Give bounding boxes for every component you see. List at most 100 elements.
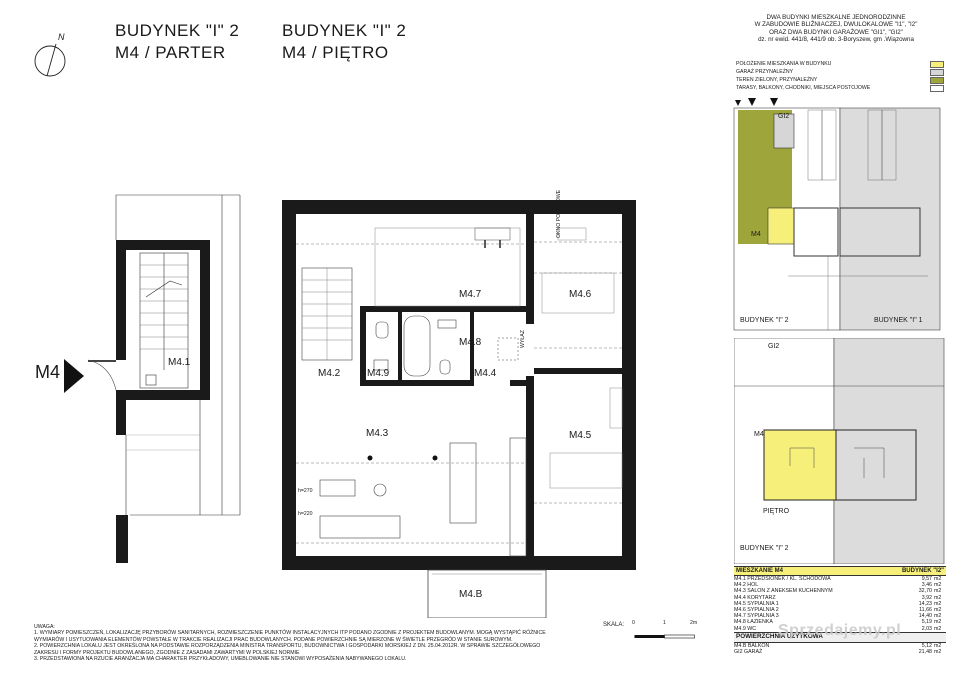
room-m49-label: M4.9 [367,368,390,379]
legend-label: TEREN ZIELONY, PRZYNALEŻNY [736,76,818,83]
row-value: 14,23 [918,600,932,607]
row-value: 14,40 [918,613,932,620]
left-heading-building: BUDYNEK "I" 2 [115,21,240,40]
room-m46-label: M4.6 [569,289,592,300]
legend-item: GARAŻ PRZYNALEŻNY [736,68,944,76]
row-name: M4.3 SALON Z ANEKSEM KUCHENNYM [734,588,833,595]
area-table-header: MIESZKANIE M4 BUDYNEK "I2" [734,566,946,576]
legend-swatch [930,60,944,68]
row-name: M4.B BALKON [734,642,770,649]
row-name: M4.9 WC [734,625,757,632]
room-m48-label: M4.8 [459,337,482,348]
room-m45-label: M4.5 [569,430,592,441]
key-plan-unit-label: M4 [754,431,764,438]
room-m4b-label: M4.B [459,589,483,600]
entrance-label: M4 [35,362,61,382]
roof-hatch-note: WYŁAZ [520,330,526,348]
site-plan-building-right: BUDYNEK "I" 1 [874,317,923,324]
compass-letter: N [58,32,65,42]
row-name: M4.7 SYPIALNIA 3 [734,613,779,620]
site-plan-unit-label: M4 [751,231,761,238]
room-m47-label: M4.7 [459,289,482,300]
legend-swatch [930,84,944,92]
scale-label: SKALA: [603,622,625,628]
room-m44-label: M4.4 [474,368,497,379]
note-line-4: ZAKRESU I FORMY PROJEKTU BUDOWLANEGO, ZG… [34,649,300,656]
row-unit: m2 [934,582,942,589]
north-compass: N [28,32,72,82]
row-unit: m2 [934,625,942,632]
notes-block: UWAGA: 1. WYMIARY POMIESZCZEŃ, LOKALIZAC… [34,624,594,662]
row-value: 32,70 [918,588,932,595]
key-plan-building-label: BUDYNEK "I" 2 [740,545,789,552]
row-name: GI2 GARAŻ [734,649,763,656]
row-name: M4.6 SYPIALNIA 2 [734,607,779,614]
entrance-marker [64,359,86,398]
legend-label: POŁOŻENIE MIESZKANIA W BUDYNKU [736,60,832,67]
room-m41-label: M4.1 [168,357,191,368]
project-line-2: W ZABUDOWIE BLIŹNIACZEJ, DWULOKALOWE "I1… [754,21,918,29]
right-heading-floor: M4 / PIĘTRO [282,43,389,62]
row-value: 21,48 [918,649,932,656]
compass-icon [34,43,66,77]
legend-swatch [930,76,944,84]
row-value: 3,46 [921,582,932,589]
row-value: 9,57 [921,576,932,582]
entrance-arrow-icon [64,359,84,393]
ground-floor-plan [87,194,241,563]
row-unit: m2 [934,613,942,620]
row-name: M4.8 ŁAZIENKA [734,619,773,626]
project-header: DWA BUDYNKI MIESZKALNE JEDNORODZINNE W Z… [728,14,944,43]
right-heading: BUDYNEK "I" 2 M4 / PIĘTRO [282,20,406,64]
legend-label: TARASY, BALKONY, CHODNIKI, MIEJSCA POSTO… [736,84,871,91]
legend-label: GARAŻ PRZYNALEŻNY [736,68,794,75]
site-plan-building-left: BUDYNEK "I" 2 [740,317,789,324]
row-unit: m2 [934,576,942,582]
legend: POŁOŻENIE MIESZKANIA W BUDYNKU GARAŻ PRZ… [736,60,944,92]
area-table-building: BUDYNEK "I2" [901,567,944,574]
scale-bar [634,628,698,646]
site-plan [733,98,941,331]
project-line-1: DWA BUDYNKI MIESZKALNE JEDNORODZINNE [766,14,906,21]
area-table-total-label: POWIERZCHNIA UŻYTKOWA [736,633,823,641]
row-unit: m2 [934,619,942,626]
project-line-4: dz. nr ewid. 441/8, 441/9 ob. 3-Boryszew… [758,35,914,43]
scale-tick-1: 1 [663,620,666,626]
row-value: 3,92 [921,594,932,601]
note-line-3: 2. POWIERZCHNIA LOKALU JEST OKREŚLONA NA… [34,643,541,650]
legend-item: TEREN ZIELONY, PRZYNALEŻNY [736,76,944,84]
key-plan [734,338,945,564]
row-value: 11,66 [919,607,932,614]
key-plan-garage-label: GI2 [768,343,780,350]
row-unit: m2 [934,594,942,601]
upper-floor-plan [282,200,636,618]
notes-heading: UWAGA: [34,624,55,630]
legend-item: TARASY, BALKONY, CHODNIKI, MIEJSCA POSTO… [736,84,944,92]
row-unit: m2 [934,588,942,595]
scale-bar-graphic [634,634,695,639]
note-line-5: 3. PRZEDSTAWIONA NA RZUCIE ARANŻACJA MA … [34,656,407,663]
watermark: Sprzedajemy.pl [778,622,901,640]
left-heading: BUDYNEK "I" 2 M4 / PARTER [115,20,239,64]
left-heading-floor: M4 / PARTER [115,43,226,62]
scale-tick-2: 2m [690,620,698,626]
row-unit: m2 [934,642,942,649]
scale-tick-0: 0 [632,620,635,626]
legend-item: POŁOŻENIE MIESZKANIA W BUDYNKU [736,60,944,68]
row-unit: m2 [934,607,942,614]
area-table-total-row: POWIERZCHNIA UŻYTKOWA [734,631,946,643]
height-mark-220: h=220 [298,511,313,517]
note-line-2: WYMIARÓW I USYTUOWANIA ELEMENTÓW POWSTAŁ… [34,636,513,643]
